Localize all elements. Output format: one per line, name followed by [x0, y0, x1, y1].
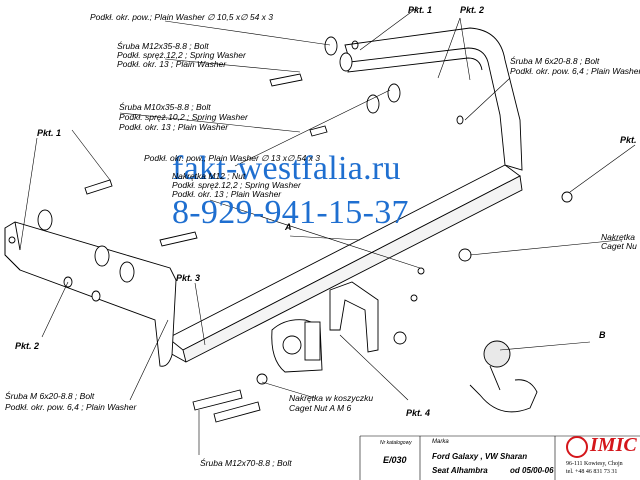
title-block-lines: [359, 435, 640, 480]
leader-lines: [19, 6, 636, 455]
bolt-m12x35-label: Śruba M12x35-8.8 ; Bolt: [117, 41, 209, 51]
catalog-number-label: Nr katalogowy: [380, 440, 412, 446]
pkt-2-top: Pkt. 2: [460, 5, 485, 15]
bolt-m10-label: Śruba M10x35-8.8 ; Bolt: [119, 102, 211, 112]
caget-nut-right-label-2: Caget Nu: [601, 241, 637, 251]
watermark-phone: 8-929-941-15-37: [172, 194, 409, 231]
catalog-number-value: E/030: [383, 455, 407, 465]
nut-plain-washer-label: Podkł. okr. 13 ; Plain Washer: [172, 189, 282, 199]
nut-spring-washer-label: Podkł. spręż.12,2 ; Spring Washer: [172, 180, 301, 190]
caget-nut-right-label-1: Nakrętka: [601, 232, 636, 242]
socket-plate: [271, 319, 323, 373]
bolts: [84, 73, 328, 423]
washer-m6-left-label: Podkł. okr. pow. 6,4 ; Plain Washer: [5, 402, 137, 412]
watermark-site: fakt-westfalia.ru: [172, 150, 401, 187]
model-line-1: Ford Galaxy , VW Sharan: [432, 452, 528, 461]
nuts: [256, 191, 573, 385]
imic-logo-mark: [566, 436, 588, 458]
imic-address: 96-111 Kowiesy, Chojn: [566, 461, 623, 467]
pkt-1-top: Pkt. 1: [408, 5, 433, 15]
model-line-2: Seat Alhambra: [432, 466, 488, 475]
brand-label: Marka: [432, 439, 449, 445]
spring-washer-label: Podkł. spręż.12,2 ; Spring Washer: [117, 50, 246, 60]
plain-washer-label: Podkł. okr. 13 ; Plain Washer: [117, 59, 227, 69]
plain-washer-m10-label: Podkł. okr. 13 ; Plain Washer: [119, 122, 229, 132]
part-letter-b: B: [599, 330, 606, 340]
caget-nut-bottom-label-1: Nakrętka w koszyczku: [289, 393, 374, 403]
imic-logo-text: IMIC: [590, 434, 637, 456]
tow-ball: [469, 340, 538, 413]
spring-washer-m10-label: Podkł. spręż.10,2 ; Spring Washer: [119, 112, 248, 122]
pkt-3: Pkt. 3: [176, 273, 201, 283]
model-date: od 05/00-06: [510, 466, 554, 475]
pkt-4: Pkt. 4: [406, 408, 431, 418]
bolt-m6-left-label: Śruba M 6x20-8.8 ; Bolt: [5, 391, 95, 401]
caget-nut-bottom-label-2: Caget Nut A M 6: [289, 403, 352, 413]
bolt-m6-right-label: Śruba M 6x20-8.8 ; Bolt: [510, 56, 600, 66]
pkt-1-left: Pkt. 1: [37, 128, 62, 138]
pkt-2-left: Pkt. 2: [15, 341, 40, 351]
washer-label-mid: Podkł. okr. pow.; Plain Washer ∅ 13 x∅ 5…: [144, 153, 320, 163]
top-washers: [324, 36, 464, 125]
left-bracket: [4, 221, 177, 367]
imic-phone: tel. +48 46 831 73 31: [566, 469, 618, 475]
right-bracket: [344, 27, 523, 171]
washer-label-top: Podkł. okr. pow.; Plain Washer ∅ 10,5 x∅…: [90, 12, 274, 22]
pkt-right: Pkt.: [620, 135, 637, 145]
nut-m12-label: Nakrętka M12 ; Nut: [172, 171, 246, 181]
washer-m6-right-label: Podkł. okr. pow. 6,4 ; Plain Washer: [510, 66, 640, 76]
ball-mount-bracket: [329, 281, 379, 353]
part-letter-a: A: [285, 222, 292, 232]
bolt-m12x70-label: Śruba M12x70-8.8 ; Bolt: [200, 458, 292, 468]
